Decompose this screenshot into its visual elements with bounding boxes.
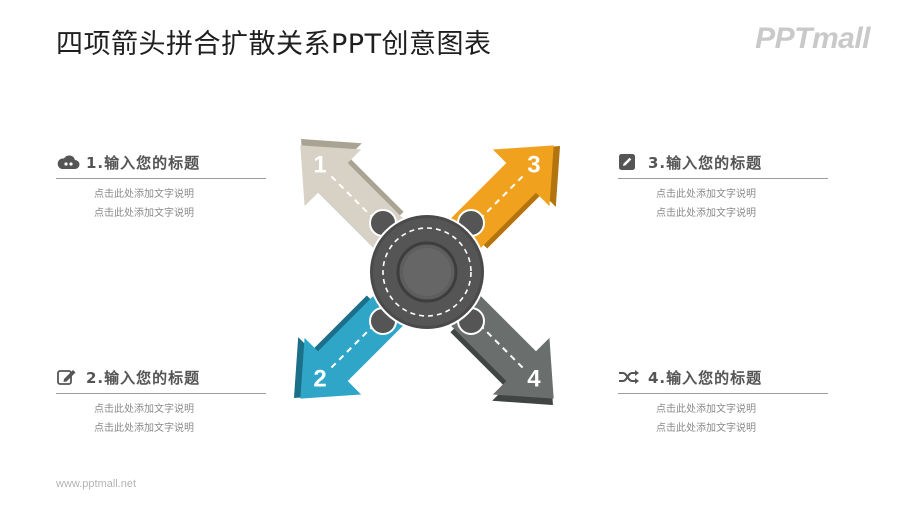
item-4-heading: 4.输入您的标题 <box>648 368 763 387</box>
item-3-desc-line-2: 点击此处添加文字说明 <box>656 208 756 219</box>
footer-url: www.pptmall.net <box>56 478 137 490</box>
item-4-header: 4.输入您的标题 <box>618 365 828 394</box>
item-3-heading: 3.输入您的标题 <box>648 153 763 172</box>
cloud-icon <box>56 152 86 172</box>
shuffle-icon <box>618 367 648 387</box>
center-hub <box>368 209 486 335</box>
item-1-header: 1.输入您的标题 <box>56 150 266 179</box>
item-4: 4.输入您的标题 点击此处添加文字说明 点击此处添加文字说明 <box>618 365 828 438</box>
item-1-desc-line-2: 点击此处添加文字说明 <box>94 208 194 219</box>
item-3: 3.输入您的标题 点击此处添加文字说明 点击此处添加文字说明 <box>618 150 828 223</box>
item-1-desc-line-1: 点击此处添加文字说明 <box>94 189 194 200</box>
item-2-desc-line-2: 点击此处添加文字说明 <box>94 423 194 434</box>
edit-icon <box>56 367 86 387</box>
page-title: 四项箭头拼合扩散关系PPT创意图表 <box>56 29 492 60</box>
item-1-heading: 1.输入您的标题 <box>86 153 201 172</box>
arrow-4-number: 4 <box>527 365 541 392</box>
item-4-desc-line-1: 点击此处添加文字说明 <box>656 404 756 415</box>
item-1: 1.输入您的标题 点击此处添加文字说明 点击此处添加文字说明 <box>56 150 266 223</box>
item-3-header: 3.输入您的标题 <box>618 150 828 179</box>
arrow-2-number: 2 <box>313 365 326 392</box>
pencil-icon <box>618 152 648 172</box>
brand-logo: PPTmall <box>755 22 870 55</box>
arrow-3-number: 3 <box>527 152 540 179</box>
arrow-diagram: 1 3 2 4 <box>293 138 561 405</box>
item-2-desc-line-1: 点击此处添加文字说明 <box>94 404 194 415</box>
arrow-1-number: 1 <box>313 152 326 179</box>
item-2-header: 2.输入您的标题 <box>56 365 266 394</box>
item-4-desc-line-2: 点击此处添加文字说明 <box>656 423 756 434</box>
item-2-heading: 2.输入您的标题 <box>86 368 201 387</box>
item-2: 2.输入您的标题 点击此处添加文字说明 点击此处添加文字说明 <box>56 365 266 438</box>
item-3-desc-line-1: 点击此处添加文字说明 <box>656 189 756 200</box>
